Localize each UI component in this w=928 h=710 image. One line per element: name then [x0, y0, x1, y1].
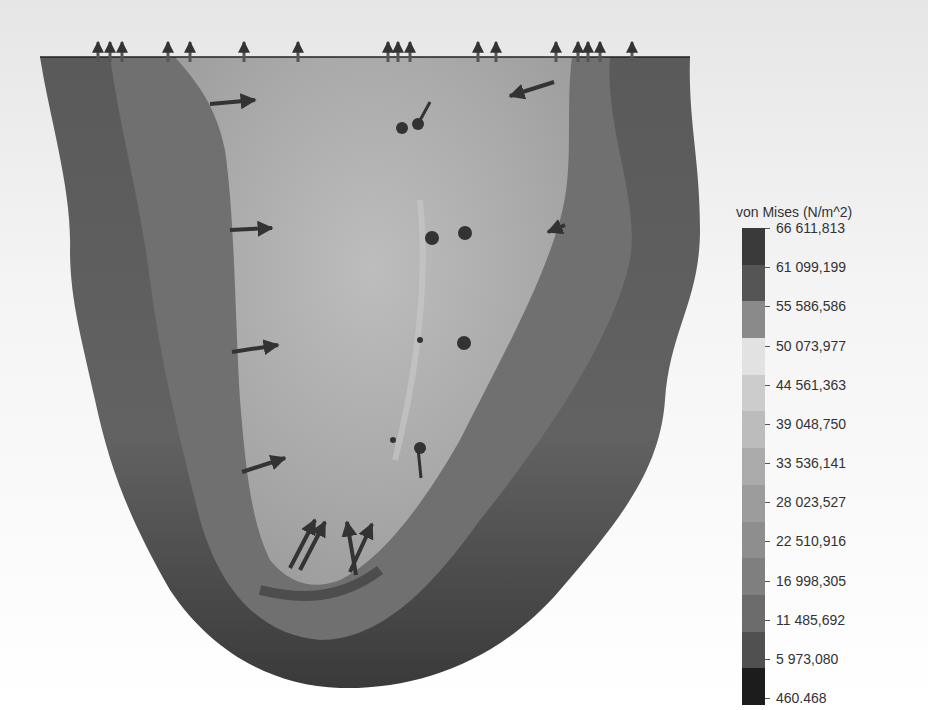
colorbar-tick — [765, 463, 770, 464]
colorbar-tick — [765, 620, 770, 621]
colorbar-segment — [742, 301, 765, 338]
colorbar-tick — [765, 424, 770, 425]
colorbar-tick — [765, 346, 770, 347]
colorbar-tick — [765, 541, 770, 542]
colorbar-tick — [765, 267, 770, 268]
colorbar-value: 44 561,363 — [776, 377, 846, 393]
colorbar-tick — [765, 659, 770, 660]
colorbar-value: 33 536,141 — [776, 455, 846, 471]
colorbar-value: 16 998,305 — [776, 573, 846, 589]
colorbar-segment — [742, 595, 765, 632]
colorbar-value: 50 073,977 — [776, 338, 846, 354]
colorbar-value: 5 973,080 — [776, 651, 838, 667]
colorbar-tick — [765, 581, 770, 582]
colorbar-value: 460.468 — [776, 690, 827, 706]
colorbar-tick — [765, 385, 770, 386]
colorbar-segment — [742, 522, 765, 559]
colorbar-segment — [742, 228, 765, 265]
colorbar-tick — [765, 306, 770, 307]
colorbar-segment — [742, 485, 765, 522]
legend-heading: von Mises (N/m^2) — [736, 204, 852, 220]
colorbar-tick — [765, 698, 770, 699]
colorbar-segment — [742, 265, 765, 302]
colorbar-tick — [765, 228, 770, 229]
colorbar-segment — [742, 338, 765, 375]
colorbar-value: 66 611,813 — [776, 220, 845, 236]
colorbar-value: 39 048,750 — [776, 416, 846, 432]
colorbar-value: 28 023,527 — [776, 494, 846, 510]
colorbar-value: 11 485,692 — [776, 612, 845, 628]
colorbar-segment — [742, 411, 765, 448]
colorbar-segment — [742, 558, 765, 595]
colorbar-value: 22 510,916 — [776, 533, 846, 549]
colorbar-segment — [742, 375, 765, 412]
colorbar-segment — [742, 632, 765, 669]
colorbar-segment — [742, 448, 765, 485]
colorbar-tick — [765, 502, 770, 503]
colorbar-value: 55 586,586 — [776, 298, 846, 314]
colorbar-segment — [742, 668, 765, 705]
colorbar-value: 61 099,199 — [776, 259, 846, 275]
